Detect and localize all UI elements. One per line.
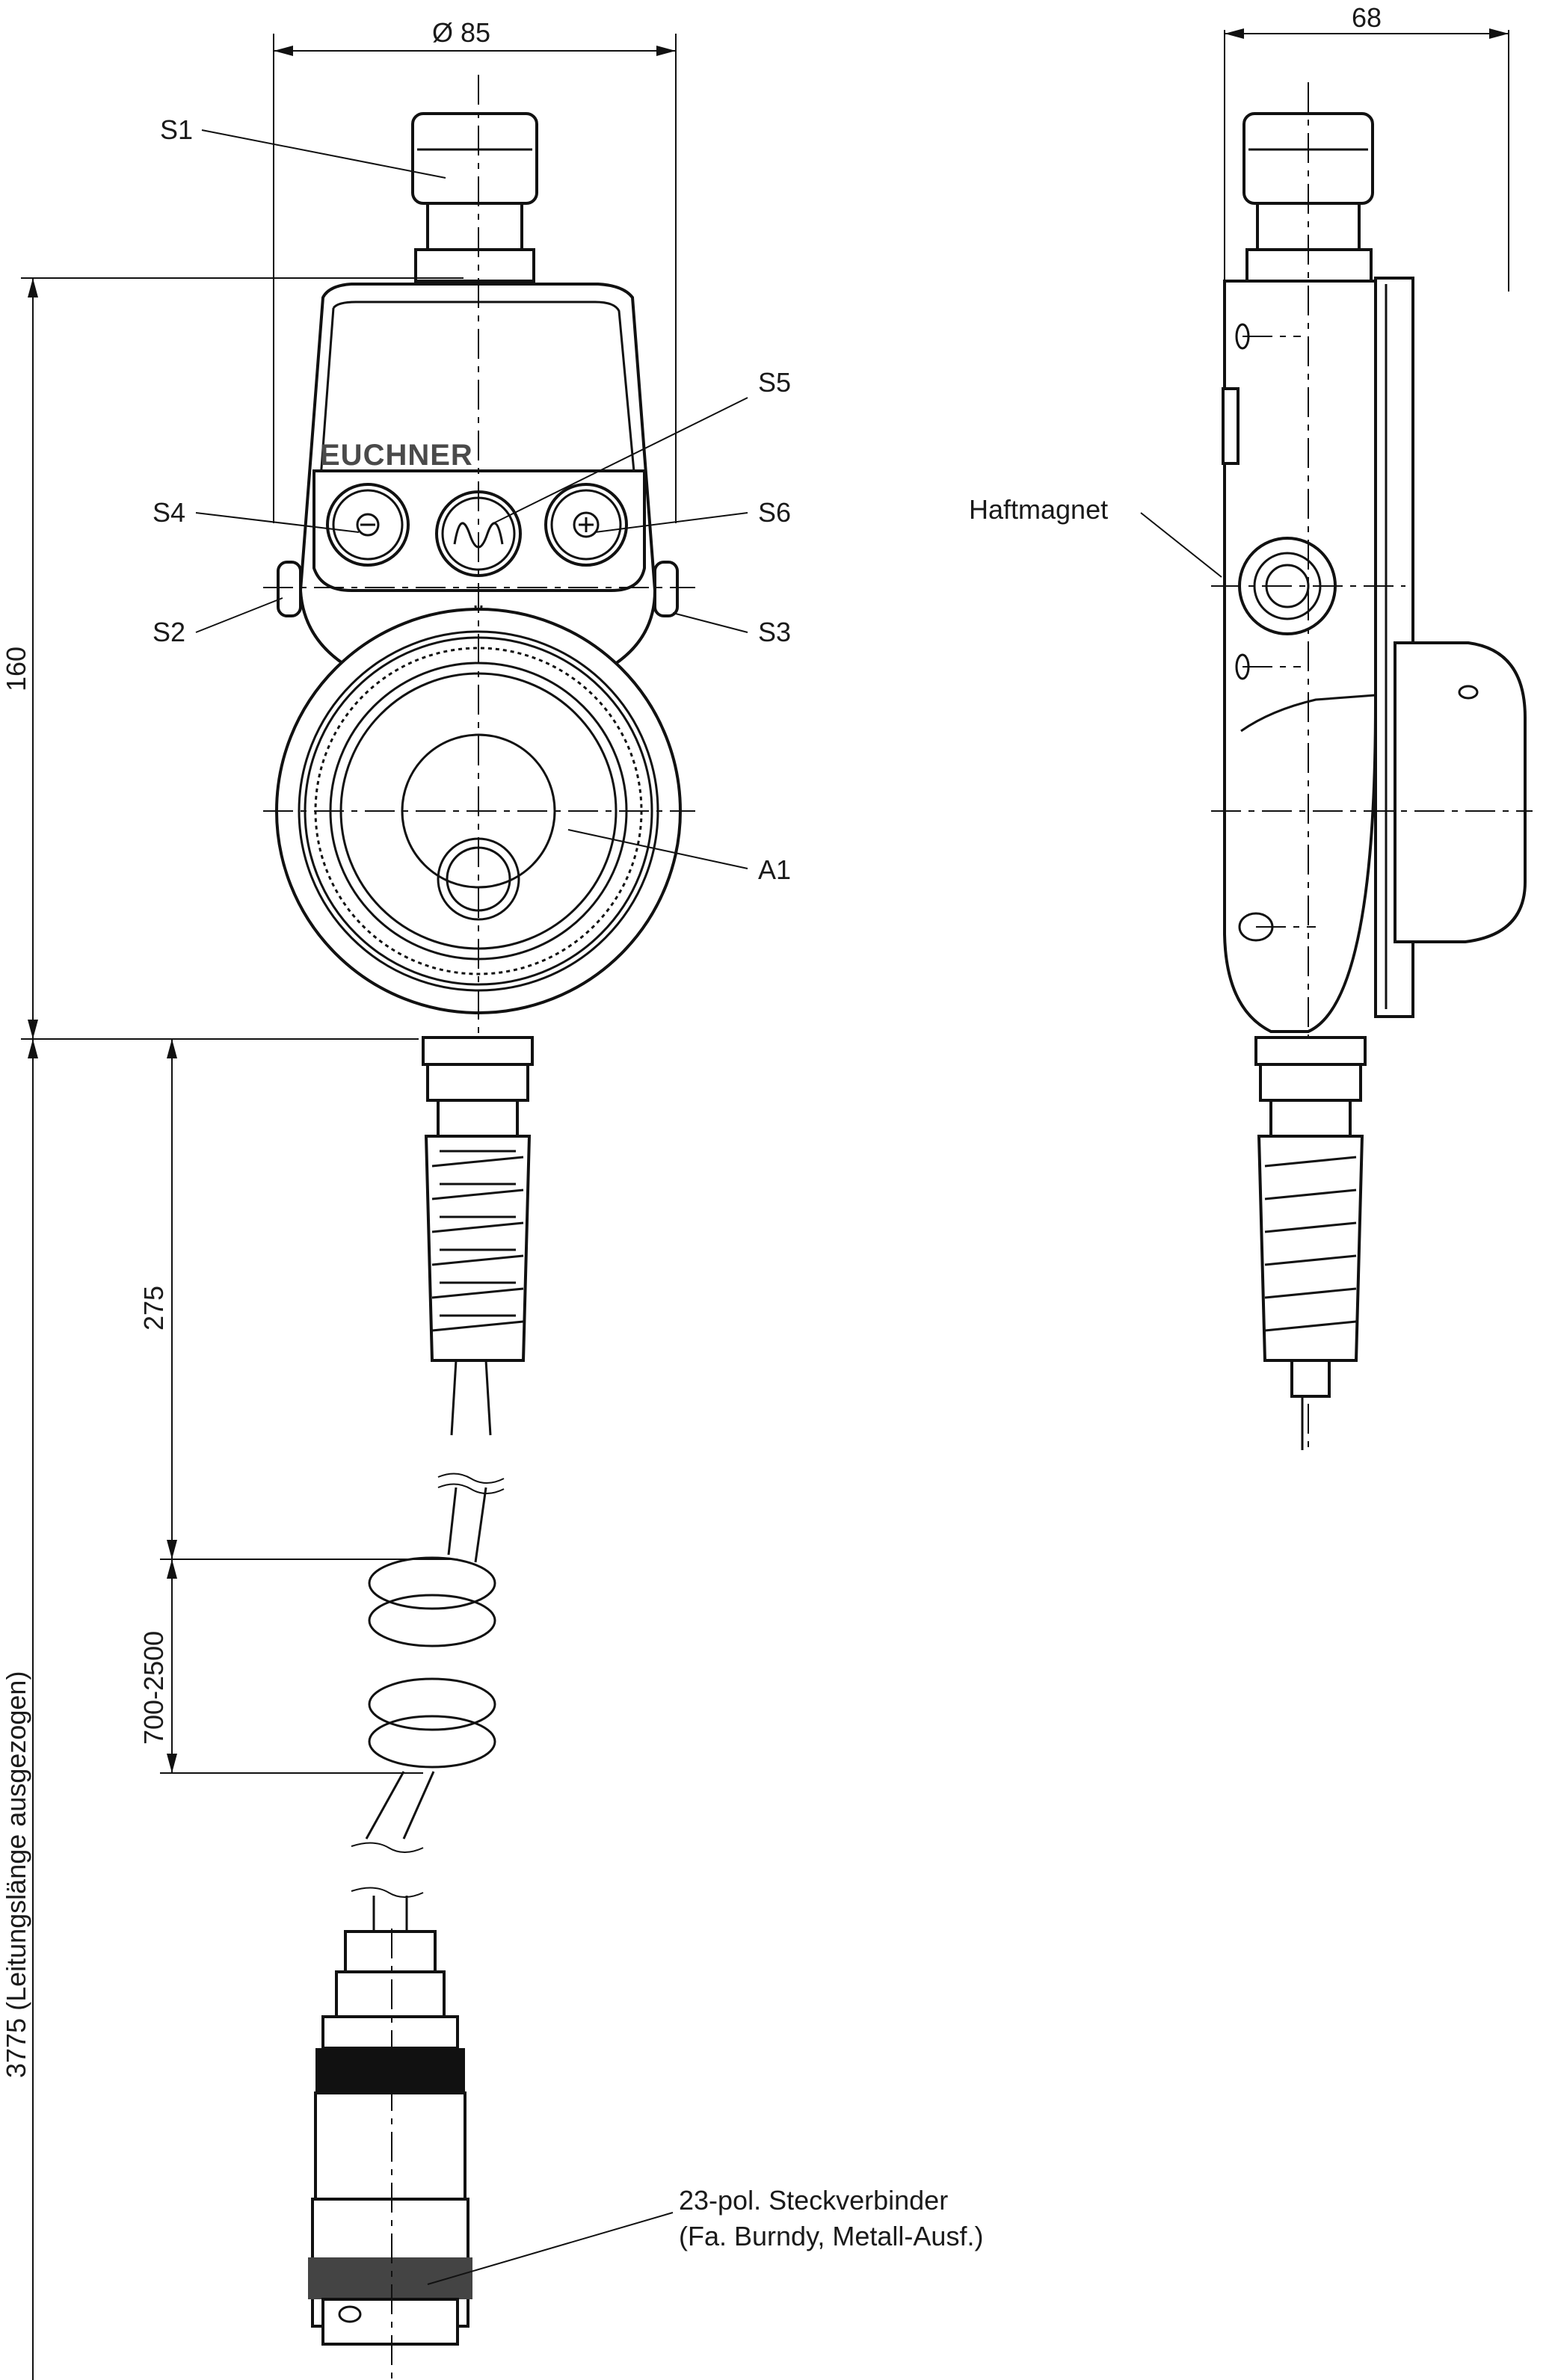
coil-label: 700-2500 bbox=[138, 1631, 169, 1745]
total-label: 3775 (Leitungslänge ausgezogen) bbox=[1, 1671, 31, 2078]
front-view: Ø 85 160 EUCHNER bbox=[1, 17, 748, 2380]
dimension-diameter: Ø 85 bbox=[273, 17, 677, 523]
leaders-front bbox=[195, 129, 748, 2285]
dimension-spring: 275 bbox=[138, 1039, 177, 1559]
button-s4 bbox=[326, 483, 410, 567]
label-haftmagnet: Haftmagnet bbox=[969, 494, 1108, 525]
strain-relief-spring bbox=[424, 1135, 532, 1362]
side-view: 68 bbox=[1140, 2, 1533, 1450]
dimension-total: 3775 (Leitungslänge ausgezogen) bbox=[1, 1039, 38, 2380]
label-a1: A1 bbox=[758, 854, 791, 885]
button-s6 bbox=[544, 483, 628, 567]
button-s3 bbox=[653, 561, 679, 617]
labels: S1 S4 S2 S5 S6 S3 A1 Haftmagnet 23-pol. … bbox=[153, 114, 1108, 2251]
cable bbox=[351, 1360, 505, 1932]
brand-logo: EUCHNER bbox=[320, 439, 473, 472]
depth-label: 68 bbox=[1352, 2, 1382, 33]
cable-gland bbox=[422, 1036, 534, 1138]
label-s5: S5 bbox=[758, 367, 791, 398]
connector-label-line1: 23-pol. Steckverbinder bbox=[679, 2185, 948, 2216]
label-s4: S4 bbox=[153, 497, 185, 528]
label-s2: S2 bbox=[153, 617, 185, 647]
dimension-depth: 68 bbox=[1224, 2, 1509, 292]
label-s3: S3 bbox=[758, 617, 791, 647]
dimension-height: 160 bbox=[1, 277, 464, 1040]
connector bbox=[308, 1929, 472, 2380]
spring-label: 275 bbox=[138, 1286, 169, 1331]
connector-label-line2: (Fa. Burndy, Metall-Ausf.) bbox=[679, 2221, 983, 2251]
dimension-coil: 700-2500 bbox=[138, 1559, 458, 1774]
button-s2 bbox=[277, 561, 302, 617]
label-s1: S1 bbox=[160, 114, 193, 145]
height-label: 160 bbox=[1, 647, 31, 691]
emergency-stop-s1 bbox=[411, 112, 538, 283]
diameter-label: Ø 85 bbox=[432, 17, 490, 48]
label-s6: S6 bbox=[758, 497, 791, 528]
